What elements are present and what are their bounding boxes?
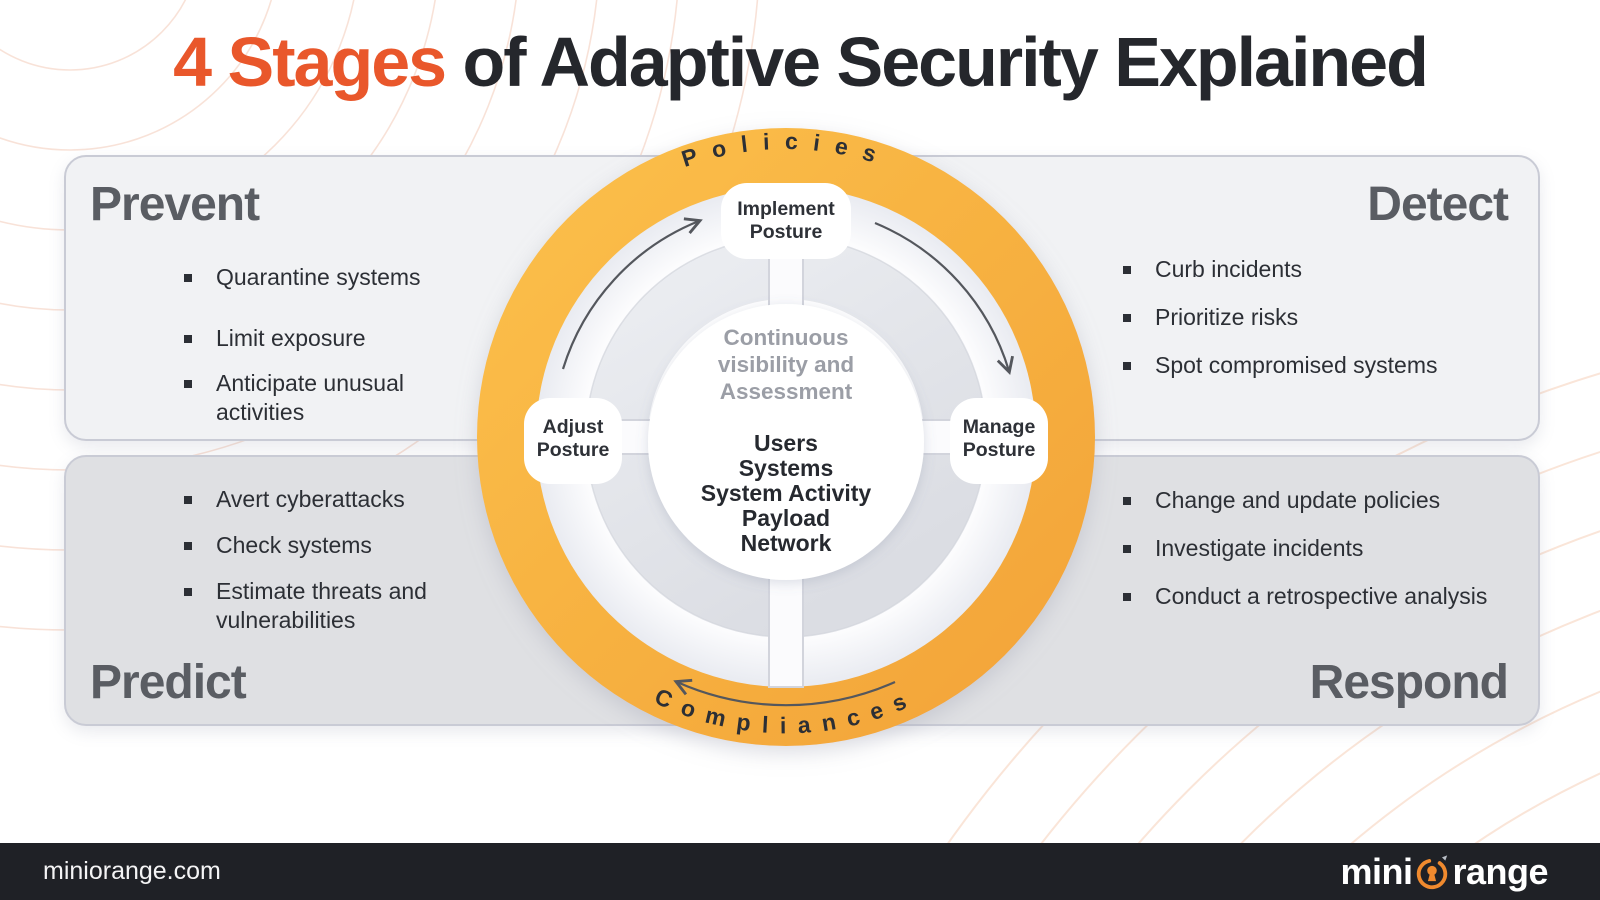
svg-text:Posture: Posture xyxy=(750,221,823,243)
list-item: Conduct a retrospective analysis xyxy=(1121,582,1541,611)
svg-text:visibility and: visibility and xyxy=(718,352,854,377)
arrow-top-right xyxy=(874,221,1014,375)
svg-text:Manage: Manage xyxy=(963,416,1036,438)
svg-text:Users: Users xyxy=(754,430,818,456)
detect-list: Curb incidents Prioritize risks Spot com… xyxy=(1121,255,1541,380)
svg-text:Assessment: Assessment xyxy=(720,379,853,404)
prevent-heading: Prevent xyxy=(90,178,260,231)
list-item: Prioritize risks xyxy=(1121,303,1541,332)
svg-text:Payload: Payload xyxy=(742,505,830,531)
arrow-top-left xyxy=(561,217,703,370)
respond-list: Change and update policies Investigate i… xyxy=(1121,486,1541,611)
list-item: Check systems xyxy=(182,531,437,560)
stage-tabs xyxy=(524,183,1048,484)
list-item: Change and update policies xyxy=(1121,486,1541,515)
svg-text:Posture: Posture xyxy=(963,439,1036,461)
svg-text:System Activity: System Activity xyxy=(701,480,872,506)
footer-bar: miniorange.com mini range xyxy=(0,843,1600,900)
list-item: Spot compromised systems xyxy=(1121,351,1541,380)
title-highlight: 4 Stages xyxy=(173,23,447,101)
respond-heading: Respond xyxy=(1309,656,1509,709)
brand-suffix: range xyxy=(1452,850,1548,892)
prevent-list: Quarantine systems Limit exposure Antici… xyxy=(182,263,444,427)
footer-website: miniorange.com xyxy=(43,857,221,885)
stage-label-implement-posture: Implement Posture xyxy=(737,198,835,243)
cycle-arrows xyxy=(561,217,1014,707)
svg-text:Adjust: Adjust xyxy=(543,416,604,438)
page-title: 4 Stages of Adaptive Security Explained xyxy=(0,24,1600,101)
list-item: Avert cyberattacks xyxy=(182,485,437,514)
list-item: Quarantine systems xyxy=(182,263,444,292)
predict-heading: Predict xyxy=(90,656,247,709)
center-subtitle: Continuous visibility and Assessment xyxy=(718,325,854,404)
arrow-bottom xyxy=(673,678,896,707)
svg-text:Posture: Posture xyxy=(537,439,610,461)
brand-o-icon xyxy=(1417,854,1448,889)
brand-prefix: mini xyxy=(1340,850,1413,892)
detect-heading: Detect xyxy=(1367,178,1509,231)
list-item: Anticipate unusual activities xyxy=(182,369,444,427)
brand-logo: mini range xyxy=(1340,851,1548,893)
center-circle xyxy=(648,304,924,580)
center-items: Users Systems System Activity Payload Ne… xyxy=(701,430,872,556)
list-item: Investigate incidents xyxy=(1121,534,1541,563)
svg-text:Network: Network xyxy=(741,530,832,556)
list-item: Estimate threats and vulnerabilities xyxy=(182,577,437,635)
list-item: Curb incidents xyxy=(1121,255,1541,284)
svg-text:Implement: Implement xyxy=(737,198,835,220)
svg-text:Continuous: Continuous xyxy=(724,325,849,350)
title-rest: of Adaptive Security Explained xyxy=(445,23,1429,101)
predict-list: Avert cyberattacks Check systems Estimat… xyxy=(182,485,437,635)
stage-label-manage-posture: Manage Posture xyxy=(963,416,1036,461)
svg-text:Systems: Systems xyxy=(739,455,834,481)
stage-label-adjust-posture: Adjust Posture xyxy=(537,416,610,461)
list-item: Limit exposure xyxy=(182,324,444,353)
